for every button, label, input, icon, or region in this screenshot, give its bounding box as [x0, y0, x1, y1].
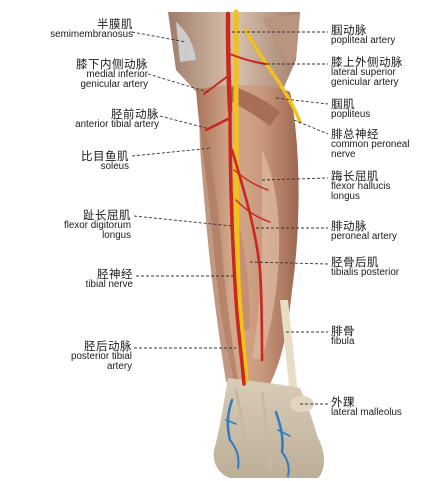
label-en: fibula	[331, 336, 355, 348]
ankle-foot	[213, 378, 324, 478]
label-en: peroneal artery	[331, 231, 397, 243]
label-en: popliteal artery	[331, 35, 396, 47]
label-zh: 趾长屈肌	[83, 208, 131, 222]
label-lateral-superior-genicular: 膝上外侧动脉 lateral superior genicular artery	[331, 56, 403, 89]
label-en: common peroneal	[331, 139, 410, 151]
label-zh: 腓骨	[331, 324, 355, 338]
label-semimembranosus: 半膜肌 semimembranosus	[50, 18, 133, 40]
label-en: artery	[106, 361, 132, 373]
label-zh: 腓动脉	[331, 219, 367, 233]
label-zh: 胫骨后肌	[331, 255, 379, 269]
label-common-peroneal-nerve: 腓总神经 common peroneal nerve	[331, 128, 409, 161]
popliteus-muscle	[228, 86, 280, 126]
label-en: longus	[102, 230, 131, 242]
label-en: anterior tibial artery	[75, 119, 159, 131]
label-en: flexor hallucis	[331, 181, 391, 193]
label-en: tibialis posterior	[331, 267, 400, 279]
label-en: medial inferior	[86, 69, 148, 81]
lateral-superior-genicular-artery	[229, 53, 267, 65]
tibial-nerve	[233, 9, 249, 383]
label-popliteal-artery: 腘动脉 popliteal artery	[331, 24, 395, 46]
popliteal-artery	[225, 11, 233, 113]
label-en: lateral malleolus	[331, 407, 402, 419]
label-flexor-digitorum-longus: 趾长屈肌 flexor digitorum longus	[64, 209, 131, 242]
label-en: tibial nerve	[85, 279, 133, 291]
label-zh: 踇长屈肌	[331, 169, 379, 183]
medial-inferior-genicular-artery	[203, 75, 229, 95]
label-en: popliteus	[331, 109, 371, 121]
label-medial-inferior-genicular: 膝下内侧动脉 medial inferior genicular artery	[76, 58, 148, 91]
label-zh: 半膜肌	[97, 17, 133, 31]
leader-lines	[131, 31, 329, 405]
label-en: flexor digitorum	[64, 220, 131, 232]
common-peroneal-nerve	[244, 28, 302, 124]
label-tibial-nerve: 胫神经 tibial nerve	[86, 268, 133, 290]
label-flexor-hallucis-longus: 踇长屈肌 flexor hallucis longus	[331, 170, 390, 203]
peroneal-artery	[230, 148, 264, 362]
ankle-veins	[225, 398, 291, 477]
label-soleus: 比目鱼肌 soleus	[81, 150, 129, 172]
label-zh: 腘肌	[331, 97, 355, 111]
label-lateral-malleolus: 外踝 lateral malleolus	[331, 396, 402, 418]
label-zh: 膝上外侧动脉	[331, 55, 403, 69]
fibula-bone	[280, 300, 298, 400]
label-en: soleus	[100, 161, 129, 173]
label-en: semimembranosus	[50, 29, 133, 41]
label-en: lateral superior	[331, 67, 396, 79]
label-en: nerve	[331, 149, 356, 161]
flexor-hallucis-muscle	[252, 150, 280, 360]
label-anterior-tibial-artery: 胫前动脉 anterior tibial artery	[75, 108, 159, 130]
label-tibialis-posterior: 胫骨后肌 tibialis posterior	[331, 256, 399, 278]
label-zh: 比目鱼肌	[81, 149, 129, 163]
label-popliteus: 腘肌 popliteus	[331, 98, 370, 120]
label-en: genicular artery	[80, 79, 148, 91]
label-zh: 腘动脉	[331, 23, 367, 37]
label-en: genicular artery	[331, 77, 399, 89]
anterior-tibial-artery	[204, 116, 232, 132]
posterior-tibial-artery	[228, 108, 246, 386]
label-peroneal-artery: 腓动脉 peroneal artery	[331, 220, 397, 242]
label-zh: 胫神经	[97, 267, 133, 281]
arteries	[203, 11, 271, 386]
label-en: posterior tibial	[71, 351, 132, 363]
soleus-muscle	[199, 110, 238, 382]
label-zh: 胫前动脉	[111, 107, 159, 121]
label-posterior-tibial-artery: 胫后动脉 posterior tibial artery	[71, 340, 132, 373]
label-en: longus	[331, 191, 360, 203]
label-zh: 外踝	[331, 395, 355, 409]
label-zh: 腓总神经	[331, 127, 379, 141]
label-fibula: 腓骨 fibula	[331, 325, 355, 347]
label-zh: 膝下内侧动脉	[76, 57, 148, 71]
semimembranosus-muscle	[176, 22, 196, 62]
label-zh: 胫后动脉	[84, 339, 132, 353]
